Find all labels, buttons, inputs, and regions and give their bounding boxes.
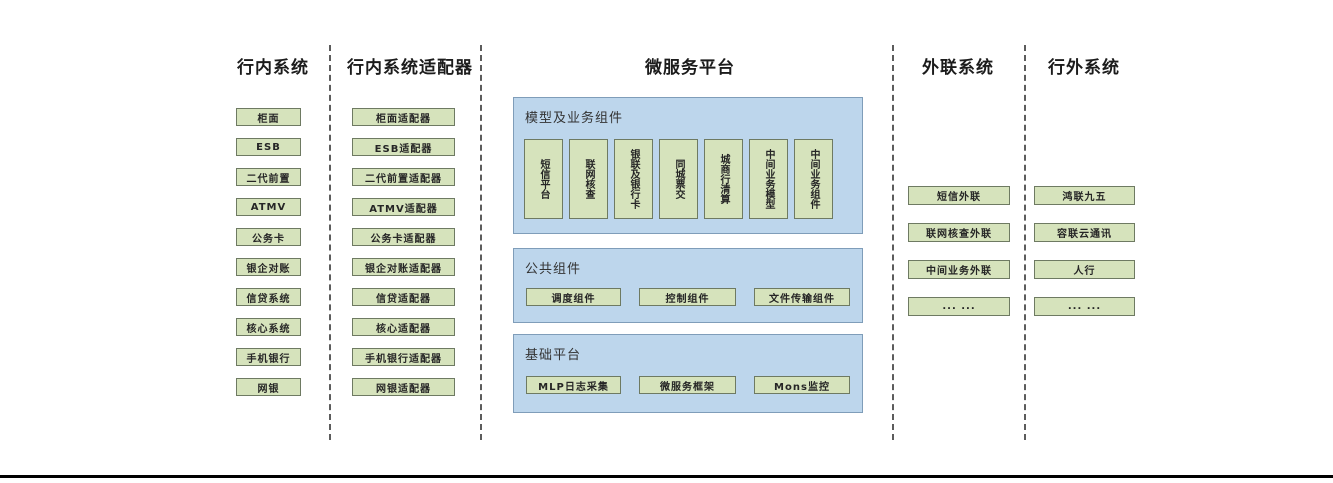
- title-microservice-platform: 微服务平台: [645, 58, 735, 78]
- page-bottom-rule: [0, 475, 1333, 478]
- base-platform-panel: 基础平台 MLP日志采集 微服务框架 Mons监控: [513, 334, 863, 413]
- component-box: 调度组件: [526, 288, 621, 306]
- adapter-box: ESB适配器: [352, 138, 455, 156]
- system-box: ESB: [236, 138, 301, 156]
- external-link-systems-list: 短信外联 联网核查外联 中间业务外联 ... ...: [908, 186, 1010, 316]
- adapter-box: 公务卡适配器: [352, 228, 455, 246]
- adapter-box: 柜面适配器: [352, 108, 455, 126]
- adapter-box: 银企对账适配器: [352, 258, 455, 276]
- system-box: 二代前置: [236, 168, 301, 186]
- system-box: 中间业务外联: [908, 260, 1010, 279]
- title-outside-systems: 行外系统: [1048, 58, 1120, 78]
- system-box: 信贷系统: [236, 288, 301, 306]
- system-box: 公务卡: [236, 228, 301, 246]
- system-box: 手机银行: [236, 348, 301, 366]
- component-box: 联网核查: [569, 139, 608, 219]
- component-box: 微服务框架: [639, 376, 736, 394]
- system-box: 网银: [236, 378, 301, 396]
- component-box: 中间业务模型: [749, 139, 788, 219]
- component-box: 中间业务组件: [794, 139, 833, 219]
- components-row: 调度组件 控制组件 文件传输组件: [526, 288, 850, 306]
- panel-title: 公共组件: [525, 262, 582, 277]
- system-box: ATMV: [236, 198, 301, 216]
- system-box: 柜面: [236, 108, 301, 126]
- panel-title: 基础平台: [525, 348, 582, 363]
- system-box: 人行: [1034, 260, 1135, 279]
- adapter-box: 二代前置适配器: [352, 168, 455, 186]
- column-divider: [480, 45, 482, 440]
- adapter-box: 网银适配器: [352, 378, 455, 396]
- adapter-box: 手机银行适配器: [352, 348, 455, 366]
- inbank-systems-list: 柜面 ESB 二代前置 ATMV 公务卡 银企对账 信贷系统 核心系统 手机银行…: [236, 108, 301, 396]
- system-box: 核心系统: [236, 318, 301, 336]
- system-box: 鸿联九五: [1034, 186, 1135, 205]
- model-business-components-panel: 模型及业务组件 短信平台 联网核查 银联及银行卡 同城票交 城商行清算 中间业务…: [513, 97, 863, 234]
- title-external-link-systems: 外联系统: [922, 58, 994, 78]
- outside-systems-list: 鸿联九五 容联云通讯 人行 ... ...: [1034, 186, 1135, 316]
- adapter-box: 信贷适配器: [352, 288, 455, 306]
- system-box: 短信外联: [908, 186, 1010, 205]
- title-inbank-adapters: 行内系统适配器: [347, 58, 473, 78]
- component-box: 短信平台: [524, 139, 563, 219]
- common-components-panel: 公共组件 调度组件 控制组件 文件传输组件: [513, 248, 863, 323]
- system-box: ... ...: [1034, 297, 1135, 316]
- component-box: 控制组件: [639, 288, 736, 306]
- component-box: MLP日志采集: [526, 376, 621, 394]
- system-box: 容联云通讯: [1034, 223, 1135, 242]
- system-box: ... ...: [908, 297, 1010, 316]
- component-box: 银联及银行卡: [614, 139, 653, 219]
- component-box: Mons监控: [754, 376, 850, 394]
- component-box: 同城票交: [659, 139, 698, 219]
- column-divider: [329, 45, 331, 440]
- inbank-adapters-list: 柜面适配器 ESB适配器 二代前置适配器 ATMV适配器 公务卡适配器 银企对账…: [352, 108, 455, 396]
- component-box: 城商行清算: [704, 139, 743, 219]
- adapter-box: ATMV适配器: [352, 198, 455, 216]
- column-divider: [892, 45, 894, 440]
- adapter-box: 核心适配器: [352, 318, 455, 336]
- system-box: 联网核查外联: [908, 223, 1010, 242]
- vertical-components-row: 短信平台 联网核查 银联及银行卡 同城票交 城商行清算 中间业务模型 中间业务组…: [524, 139, 833, 219]
- components-row: MLP日志采集 微服务框架 Mons监控: [526, 376, 850, 394]
- column-divider: [1024, 45, 1026, 440]
- system-box: 银企对账: [236, 258, 301, 276]
- panel-title: 模型及业务组件: [525, 111, 624, 126]
- title-inbank-systems: 行内系统: [237, 58, 309, 78]
- component-box: 文件传输组件: [754, 288, 850, 306]
